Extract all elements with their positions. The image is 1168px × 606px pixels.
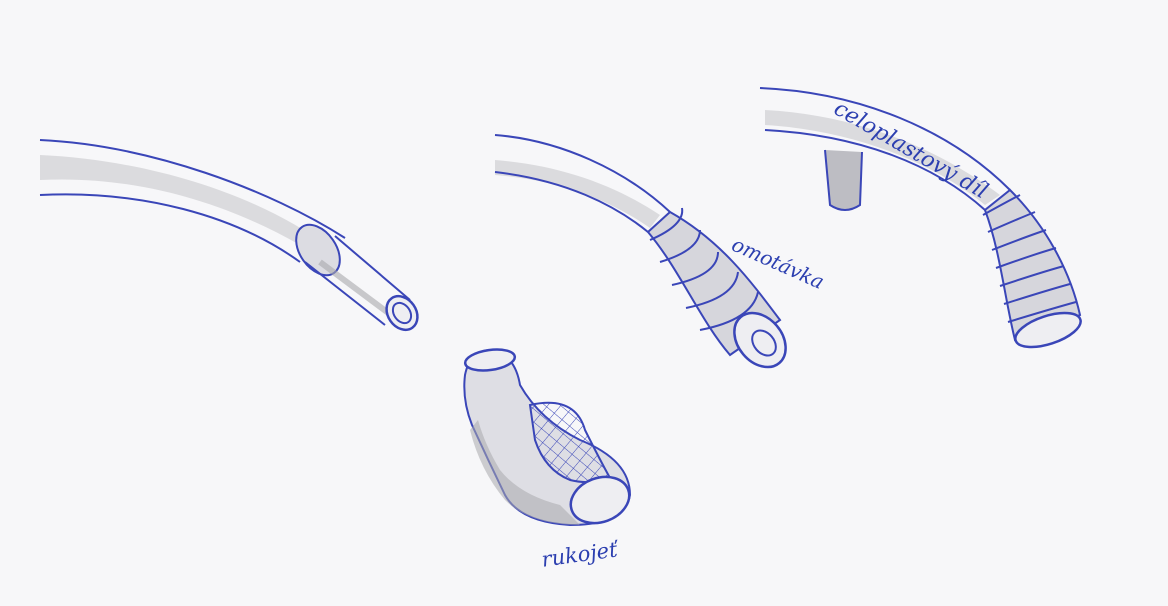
sketch-plastic-handlebar	[760, 88, 1085, 354]
sketch-ergonomic-grip	[464, 347, 636, 531]
sketch-bare-handlebar	[40, 140, 424, 336]
